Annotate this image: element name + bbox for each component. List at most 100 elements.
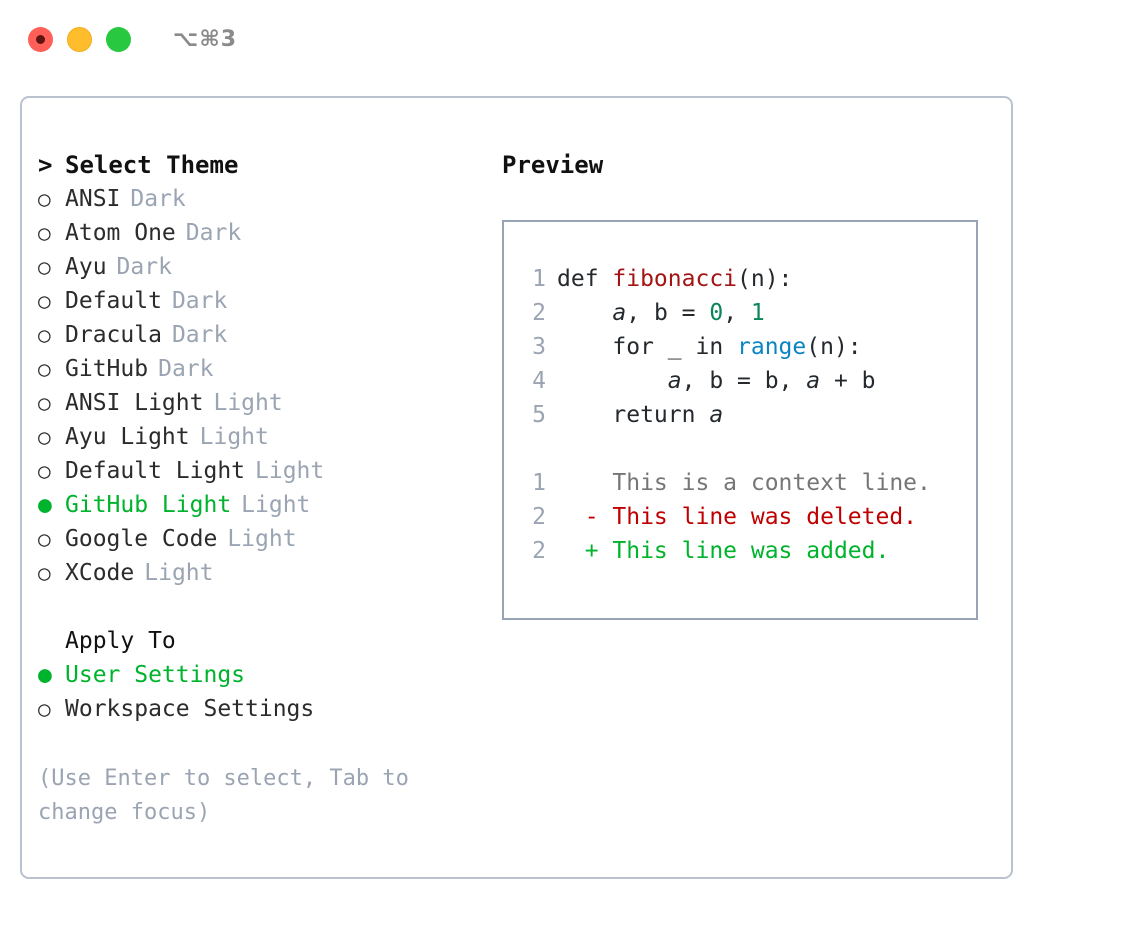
diff-sample: 1 This is a context line. 2 - This line w… (524, 466, 976, 568)
radio-unselected-icon[interactable]: ○ (38, 187, 51, 211)
radio-unselected-icon[interactable]: ○ (38, 323, 51, 347)
minimize-button[interactable] (67, 26, 92, 52)
line-number: 5 (532, 402, 546, 428)
code-token: range (737, 334, 807, 360)
section-spacer (38, 590, 478, 624)
code-diff-spacer (524, 432, 976, 466)
radio-selected-icon[interactable]: ● (38, 662, 52, 688)
theme-name: GitHub Light (65, 492, 232, 518)
code-text: a, b = b, a + b (546, 368, 876, 394)
code-token: a (612, 300, 627, 326)
theme-name: Atom One (65, 220, 176, 246)
line-number: 1 (532, 266, 546, 292)
maximize-button[interactable] (106, 26, 131, 52)
code-token: a (709, 402, 724, 428)
code-token: fibonacci (612, 266, 738, 292)
theme-name: Google Code (65, 526, 218, 552)
theme-list-item[interactable]: ○ GitHub Dark (38, 352, 478, 386)
close-icon (36, 34, 45, 44)
line-number: 1 (532, 470, 546, 496)
code-sample: 1 def fibonacci(n): 2 a, b = 0, 1 3 for _ i… (524, 262, 976, 432)
radio-selected-icon[interactable]: ● (38, 492, 52, 518)
code-token: return (557, 402, 710, 428)
theme-name: ANSI (65, 186, 121, 212)
theme-name: Dracula (65, 322, 162, 348)
radio-unselected-icon[interactable]: ○ (38, 425, 51, 449)
theme-name: GitHub (65, 356, 149, 382)
code-token: , (626, 300, 654, 326)
diff-line: 1 This is a context line. (524, 466, 976, 500)
window-controls (28, 26, 131, 52)
line-number: 3 (532, 334, 546, 360)
theme-kind-badge: Dark (116, 254, 172, 280)
diff-text: This is a context line. (557, 470, 931, 496)
prompt-caret-icon: > (38, 151, 53, 179)
apply-to-option[interactable]: ○ Workspace Settings (38, 692, 478, 726)
close-button[interactable] (28, 26, 53, 52)
diff-line: 2 + This line was added. (524, 534, 976, 568)
code-token: 0 (709, 300, 724, 326)
theme-list-item[interactable]: ○ XCode Light (38, 556, 478, 590)
apply-to-option[interactable]: ● User Settings (38, 658, 478, 692)
theme-name: XCode (65, 560, 135, 586)
theme-kind-badge: Light (144, 560, 214, 586)
apply-to-option-label: Workspace Settings (65, 696, 315, 722)
code-token (557, 300, 612, 326)
select-theme-header: > Select Theme (38, 148, 478, 182)
keyboard-hint: (Use Enter to select, Tab to change focu… (38, 766, 409, 825)
code-token: def (557, 266, 613, 292)
theme-list-item[interactable]: ○ ANSI Dark (38, 182, 478, 216)
code-line: 2 a, b = 0, 1 (524, 296, 976, 330)
diff-text: + This line was added. (557, 538, 890, 564)
radio-unselected-icon[interactable]: ○ (38, 697, 51, 721)
theme-list-item[interactable]: ○ Atom One Dark (38, 216, 478, 250)
code-token: , (723, 300, 751, 326)
hint-spacer (38, 726, 478, 760)
radio-unselected-icon[interactable]: ○ (38, 289, 51, 313)
radio-unselected-icon[interactable]: ○ (38, 527, 51, 551)
code-token: (n): (737, 266, 793, 292)
preview-title: Preview (502, 151, 604, 179)
theme-kind-badge: Dark (130, 186, 186, 212)
radio-unselected-icon[interactable]: ○ (38, 221, 51, 245)
radio-unselected-icon[interactable]: ○ (38, 357, 51, 381)
diff-text: - This line was deleted. (557, 504, 918, 530)
radio-unselected-icon[interactable]: ○ (38, 391, 51, 415)
radio-unselected-icon[interactable]: ○ (38, 561, 51, 585)
code-token: a (806, 368, 821, 394)
theme-kind-badge: Light (227, 526, 297, 552)
radio-unselected-icon[interactable]: ○ (38, 255, 51, 279)
radio-unselected-icon[interactable]: ○ (38, 459, 51, 483)
code-line: 4 a, b = b, a + b (524, 364, 976, 398)
code-token (557, 368, 668, 394)
theme-list-item[interactable]: ○ Google Code Light (38, 522, 478, 556)
theme-name: Default (65, 288, 162, 314)
page-title: Select Theme (65, 151, 239, 179)
theme-kind-badge: Dark (158, 356, 214, 382)
code-token: b (653, 300, 668, 326)
apply-to-list: ● User Settings ○ Workspace Settings (38, 658, 478, 726)
code-text: return a (546, 402, 723, 428)
apply-to-label: Apply To (65, 628, 176, 654)
theme-name: Ayu Light (65, 424, 190, 450)
apply-to-option-label: User Settings (65, 662, 246, 688)
line-number: 2 (532, 504, 546, 530)
theme-name: Default Light (65, 458, 246, 484)
code-token: a (667, 368, 682, 394)
code-text: a, b = 0, 1 (546, 300, 764, 326)
code-token: for _ in (557, 334, 738, 360)
title-bar: ⌥⌘3 (0, 0, 1140, 78)
theme-kind-badge: Dark (185, 220, 242, 246)
apply-to-header: Apply To (38, 624, 478, 658)
